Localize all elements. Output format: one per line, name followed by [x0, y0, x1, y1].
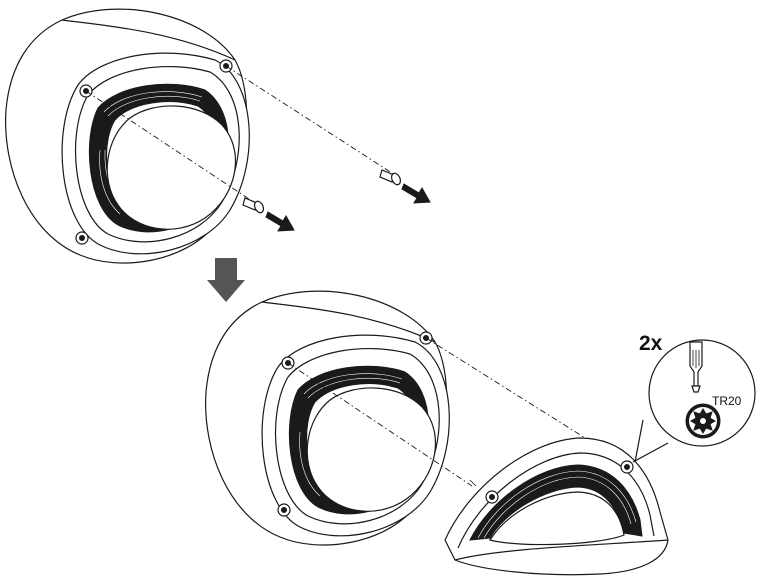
step1-camera-housing [5, 8, 250, 264]
tool-size-label: TR20 [712, 394, 742, 408]
down-arrow-icon [207, 258, 245, 302]
screwdriver-icon [689, 341, 703, 393]
screw-lower [242, 197, 265, 214]
tool-callout: TR20 [632, 339, 756, 463]
screw-upper [379, 169, 402, 186]
screw-quantity-label: 2x [639, 332, 663, 355]
removal-arrow-lower [265, 211, 295, 232]
torx-bit-icon [685, 403, 721, 439]
removed-dome-cover [444, 437, 669, 576]
step2-cover-paths [287, 337, 626, 487]
removal-arrow-upper [401, 183, 431, 204]
step1-screw-paths [85, 65, 396, 204]
step2-camera-housing [205, 290, 450, 546]
